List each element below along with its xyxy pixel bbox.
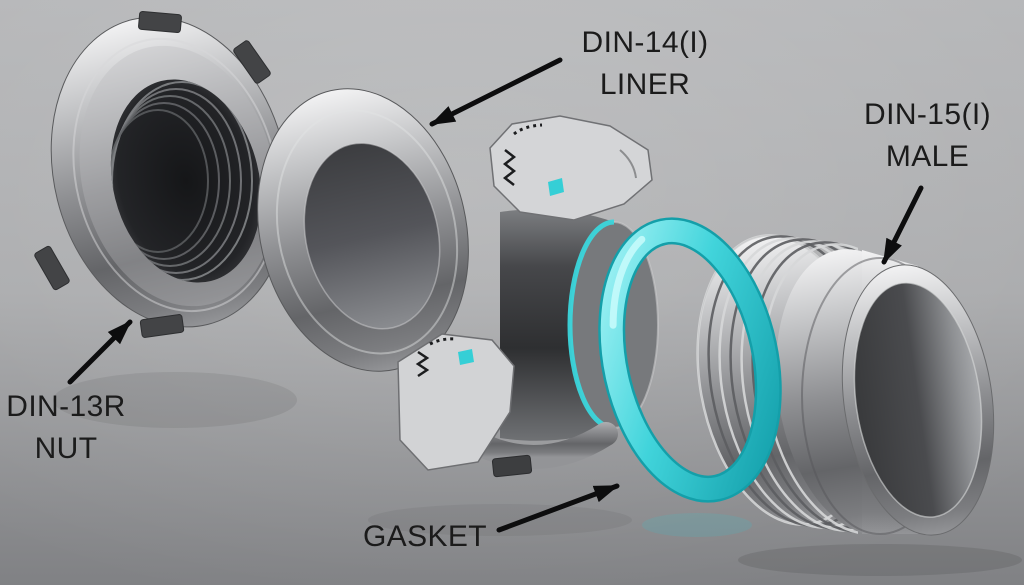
label-liner: DIN-14(I) LINER (540, 22, 750, 106)
label-male: DIN-15(I) MALE (830, 94, 1024, 178)
label-gasket-line1: GASKET (362, 520, 488, 553)
nut-slots (34, 10, 271, 338)
label-nut-line1: DIN-13R (6, 390, 126, 423)
gasket-arrow (496, 483, 620, 533)
label-male-line2: MALE (885, 140, 970, 173)
liner-cross-section-bottom (397, 333, 515, 471)
male-arrow (881, 185, 924, 265)
annotation-arrows (67, 57, 924, 533)
nut-arrow (67, 319, 133, 385)
liner-groove-glow (567, 219, 615, 431)
floor-reflections (53, 372, 1022, 576)
liner-keyway-slot (491, 454, 533, 478)
label-liner-line1: DIN-14(I) (581, 26, 709, 59)
gasket-illustration (598, 217, 782, 503)
liner-seal-groove-bottom (458, 349, 474, 365)
male-fitting-illustration (696, 234, 995, 536)
liner-cross-section-top (489, 115, 653, 221)
label-nut-line2: NUT (34, 432, 98, 465)
gasket-highlight (609, 235, 646, 329)
nut-illustration (34, 10, 290, 338)
label-male-line1: DIN-15(I) (864, 98, 991, 131)
label-liner-line2: LINER (599, 68, 691, 101)
liner-ring-illustration (257, 88, 469, 372)
label-gasket: GASKET (330, 516, 520, 558)
liner-seal-groove-top (548, 178, 564, 196)
liner-arrow (429, 57, 563, 127)
label-nut: DIN-13R NUT (0, 386, 132, 470)
